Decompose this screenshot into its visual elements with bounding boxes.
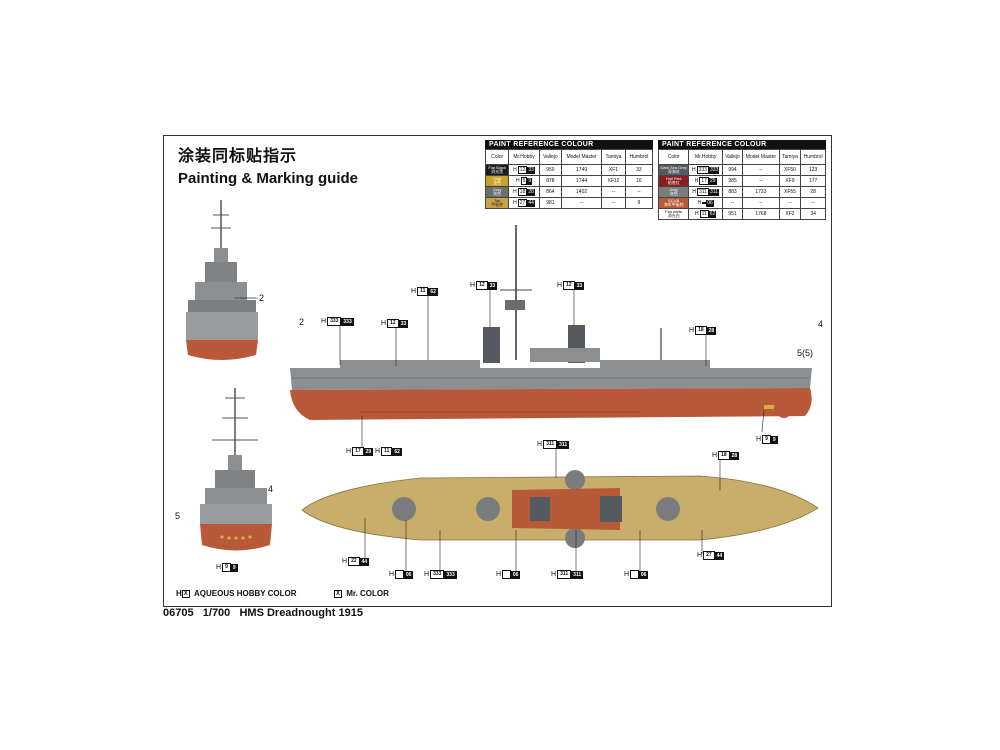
swatch-name-cn: 消光黑 — [491, 169, 504, 174]
swatch-name-en: Tan — [493, 197, 501, 203]
footer-scale: 1/700 — [202, 607, 231, 619]
marker-2-front: 2 — [259, 293, 265, 303]
marker-5-5-side: 5(5) — [797, 348, 814, 358]
legend-mr-key: X — [334, 589, 342, 598]
swatch-name-cn: 消光白 — [667, 213, 680, 218]
paint-cell-vallejo: 864 — [538, 186, 563, 198]
front-view-ship — [186, 200, 258, 360]
paint-table-title: PAINT REFERENCE COLOUR — [485, 140, 653, 149]
swatch-name-en: Grey — [492, 186, 502, 192]
paint-cell-model-master: -- — [561, 197, 603, 209]
swatch-name-en: Flat white — [665, 208, 683, 214]
callout-top-h06-a: H 06 — [389, 570, 414, 579]
marker-5-rear: 5 — [175, 511, 181, 521]
swatch-name-en: Grey — [669, 186, 679, 192]
callout-top-h06-b: H 06 — [496, 570, 521, 579]
swatch-name-en: Flat Black — [488, 164, 506, 170]
paint-cell-model-master: 1768 — [742, 208, 780, 220]
top-view-ship — [301, 470, 819, 548]
callout-top-h06-c: H 06 — [624, 570, 649, 579]
swatch-name-cn: 灰色 — [669, 191, 678, 196]
side-view-ship — [290, 225, 812, 420]
rear-view-ship — [200, 388, 272, 551]
marker-2-side: 2 — [299, 317, 305, 327]
title-english: Painting & Marking guide — [178, 170, 359, 187]
marker-4-rear: 4 — [268, 484, 274, 494]
legend-aqueous-label: AQUEOUS HOBBY COLOR — [194, 589, 297, 598]
footer-name: HMS Dreadnought 1915 — [239, 607, 363, 619]
legend-mr-label: Mr. COLOR — [346, 589, 389, 598]
swatch-name-cn: 海军甲板棕 — [663, 202, 684, 207]
paint-table-title: PAINT REFERENCE COLOUR — [658, 140, 826, 149]
footer-code: 06705 — [163, 607, 194, 619]
swatch-name-cn: 金色 — [493, 180, 502, 185]
title-chinese: 涂装同标贴指示 — [178, 146, 298, 165]
leader-lines — [234, 290, 765, 572]
legend-aqueous-key: X — [181, 589, 190, 598]
paint-cell-humbrol: 34 — [800, 208, 826, 220]
swatch-name-en: Gold — [492, 175, 502, 181]
legend-mr: X Mr. COLOR — [334, 589, 389, 598]
swatch-name-cn: 深海灰 — [667, 169, 680, 174]
paint-cell-vallejo: 981 — [538, 197, 563, 209]
paint-cell-humbrol: 9 — [624, 197, 654, 209]
swatch-name-cn: 灰色 — [493, 191, 502, 196]
paint-cell-vallejo: 951 — [721, 208, 744, 220]
swatch-name-cn: 甲板棕 — [491, 202, 504, 207]
swatch-name-en: Dark Sea Grey — [660, 164, 687, 170]
footer: 06705 1/700 HMS Dreadnought 1915 — [163, 607, 363, 619]
marker-4-side: 4 — [818, 319, 824, 329]
paint-cell-tamiya: XF2 — [778, 208, 802, 220]
swatch-name-cn: 船底红 — [667, 180, 680, 185]
swatch-name-en: SCUB — [668, 197, 680, 203]
swatch-name-en: Hull Red — [666, 175, 682, 181]
